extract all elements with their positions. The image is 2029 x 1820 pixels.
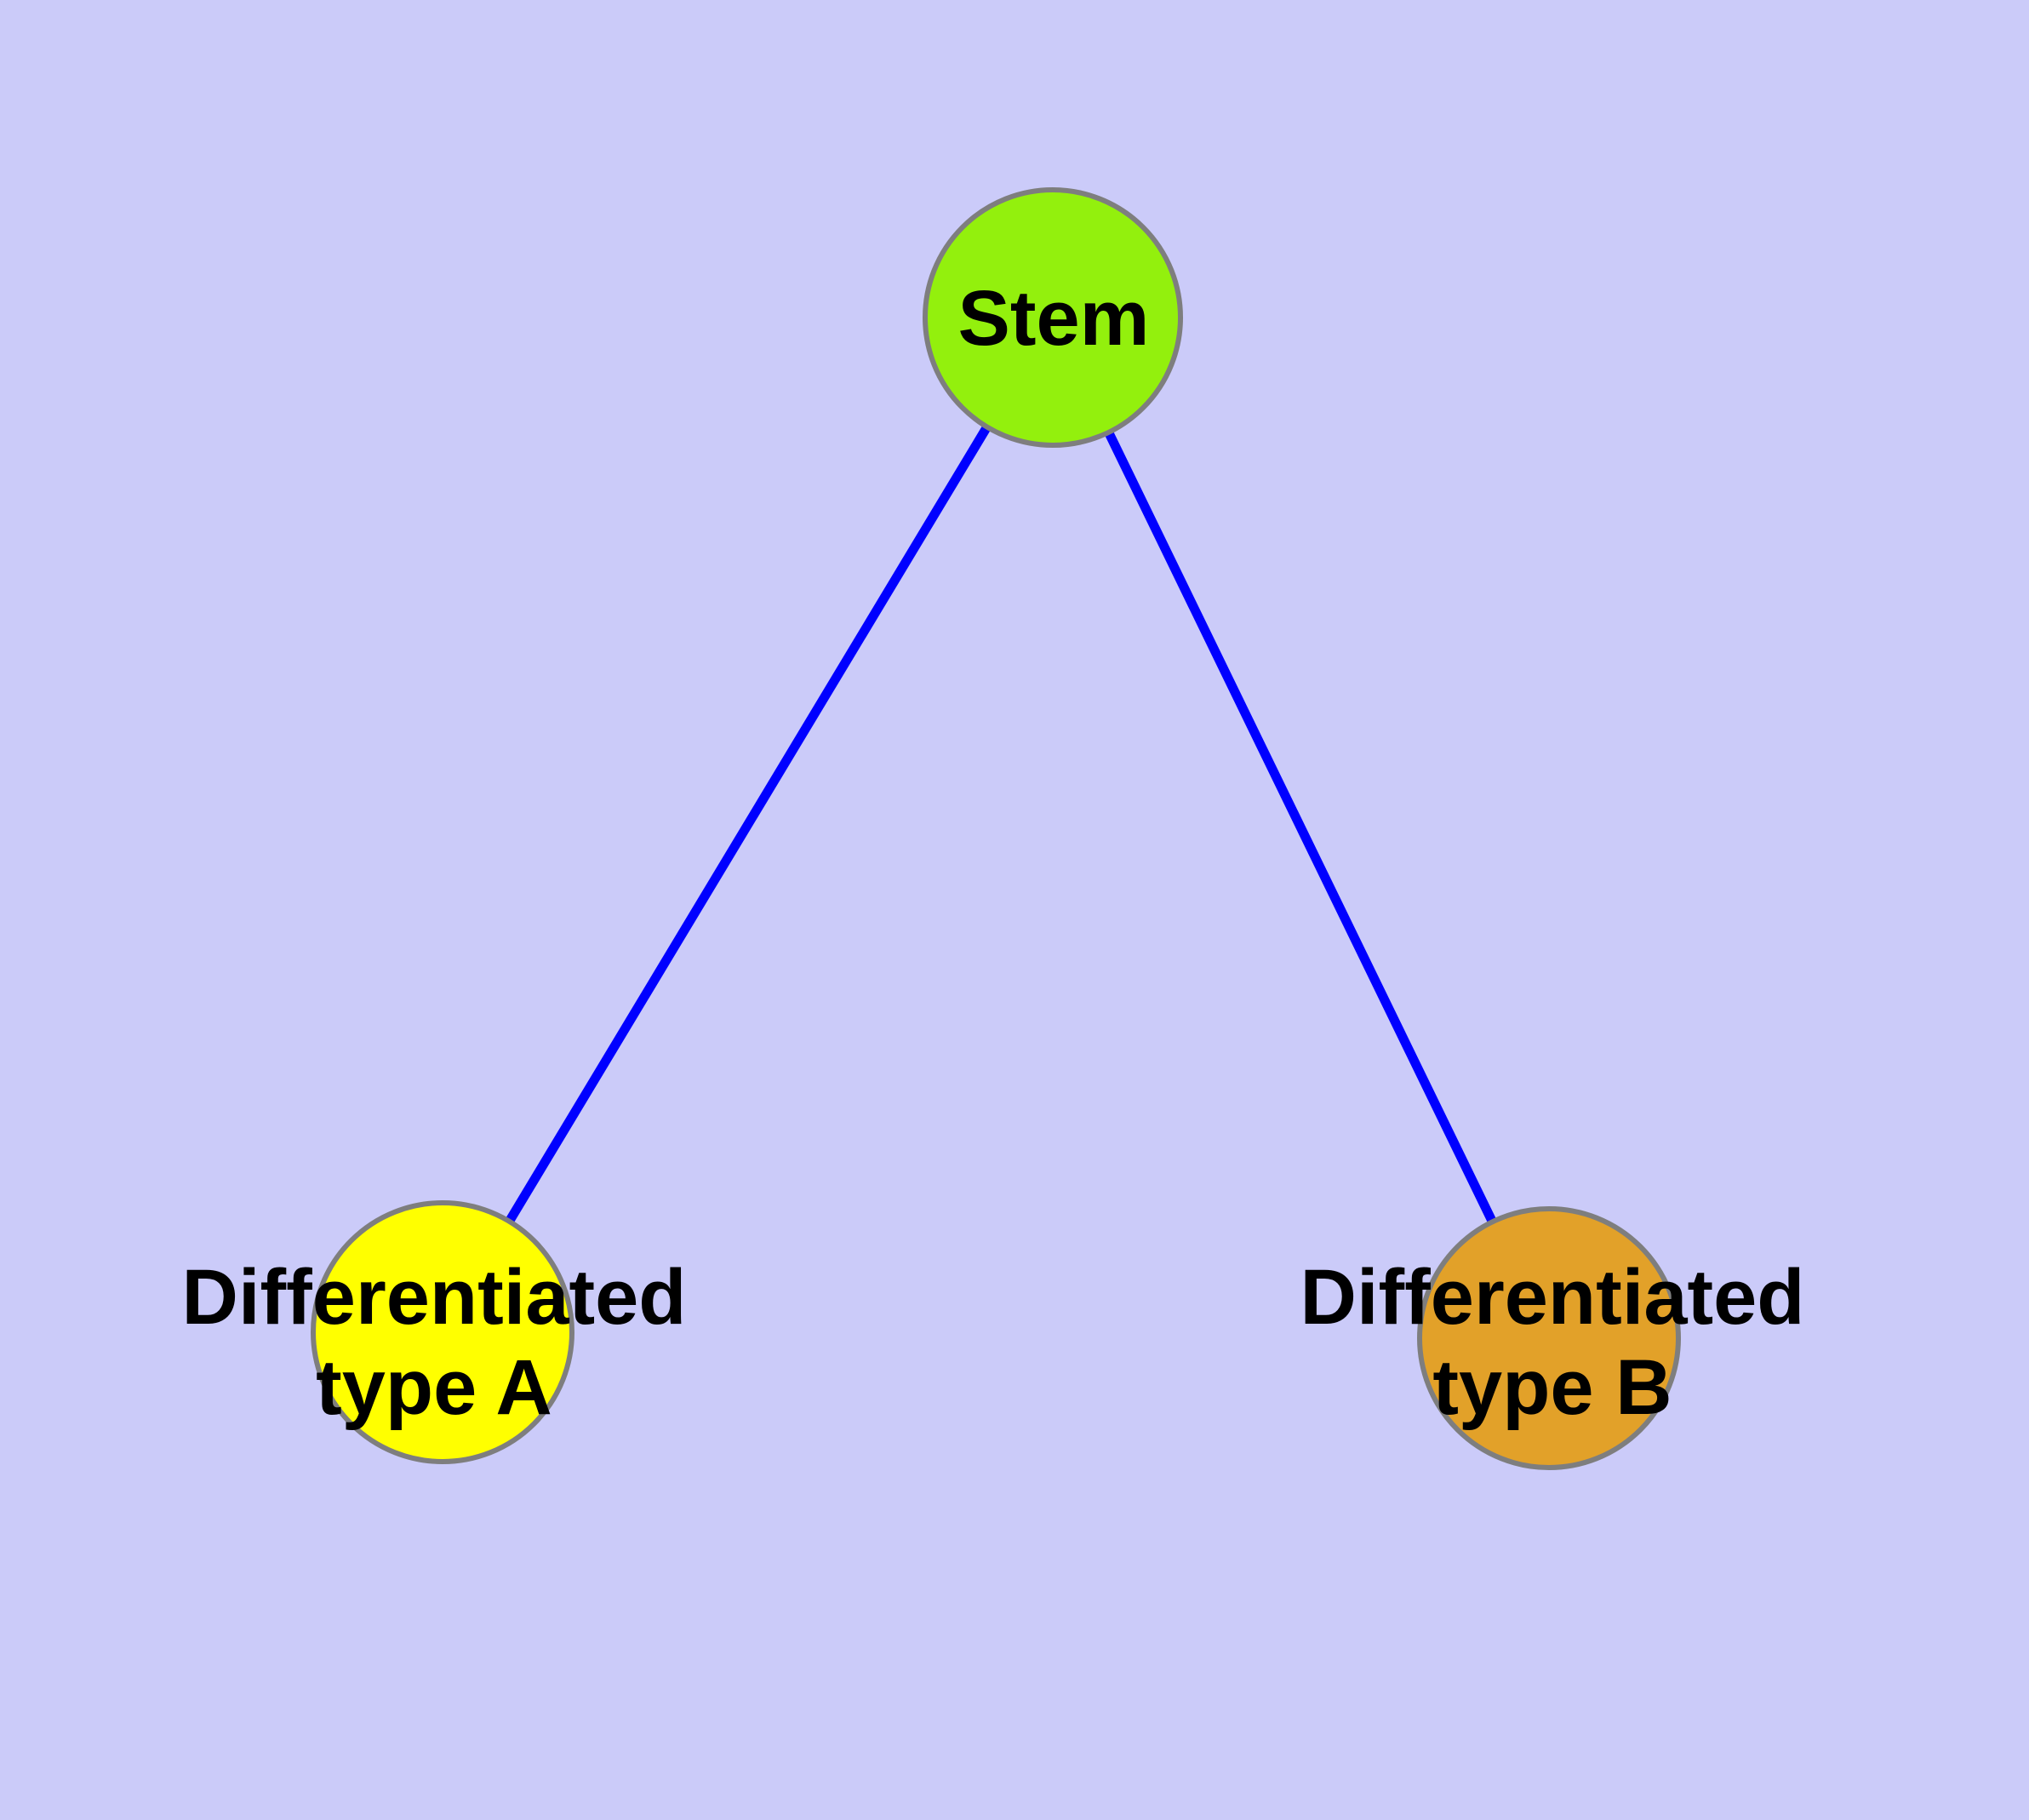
type-b-node-circle[interactable]: [1417, 1206, 1681, 1470]
edge-stem-to-type-b[interactable]: [1049, 315, 1553, 1341]
stem-node-circle[interactable]: [923, 187, 1183, 448]
edge-stem-to-type-a[interactable]: [438, 315, 1057, 1335]
type-a-node-circle[interactable]: [311, 1200, 574, 1464]
